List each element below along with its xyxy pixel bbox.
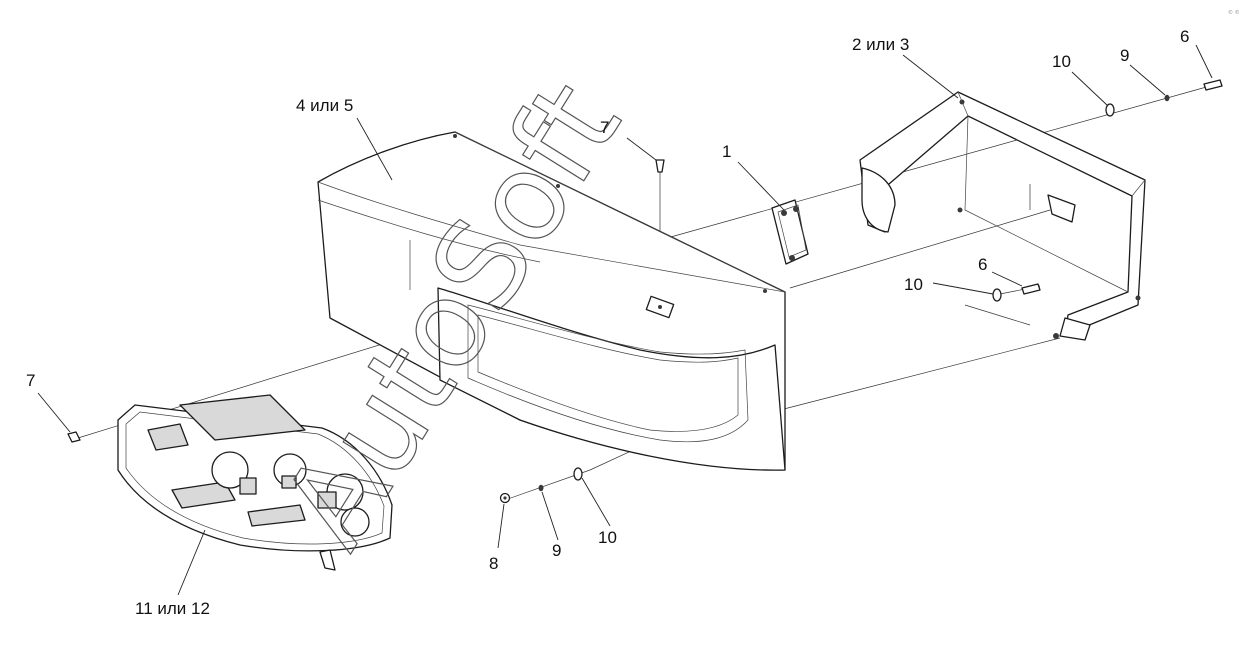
callout-10-upper: 10 [1052,52,1071,71]
callout-7-left: 7 [26,371,35,390]
leader-lines [37,44,1213,596]
housing-part-4-or-5 [317,131,786,471]
bracket-part-1 [771,199,809,265]
lockwasher-9-lower [538,484,544,492]
callout-6-middle: 6 [978,255,987,274]
callout-labels: 4 или 5 2 или 3 1 6 9 10 7 10 6 7 8 9 10… [26,27,1189,618]
bolt-6-upper [1203,79,1223,91]
callout-9-lower: 9 [552,541,561,560]
headlamp-part-11-or-12 [117,394,393,571]
washer-10-middle [992,288,1002,302]
callout-11-or-12: 11 или 12 [135,599,210,618]
lockwasher-9-upper [1164,94,1170,102]
callout-4-or-5: 4 или 5 [296,96,353,115]
fasteners [67,79,1223,504]
corner-mark: © © [1228,9,1240,16]
callout-10-middle: 10 [904,275,923,294]
callout-6-upper: 6 [1180,27,1189,46]
callout-1: 1 [722,142,731,161]
callout-8: 8 [489,554,498,573]
callout-2-or-3: 2 или 3 [852,35,909,54]
frame-part-2-or-3 [859,91,1146,341]
washer-10-lower [573,467,583,481]
washer-10-upper [1105,103,1115,117]
callout-10-lower: 10 [598,528,617,547]
bolt-6-middle [1021,283,1041,295]
screw-7-left [67,431,81,443]
callout-9-upper: 9 [1120,46,1129,65]
callout-7-upper: 7 [600,118,609,137]
screw-7-upper [655,159,665,173]
